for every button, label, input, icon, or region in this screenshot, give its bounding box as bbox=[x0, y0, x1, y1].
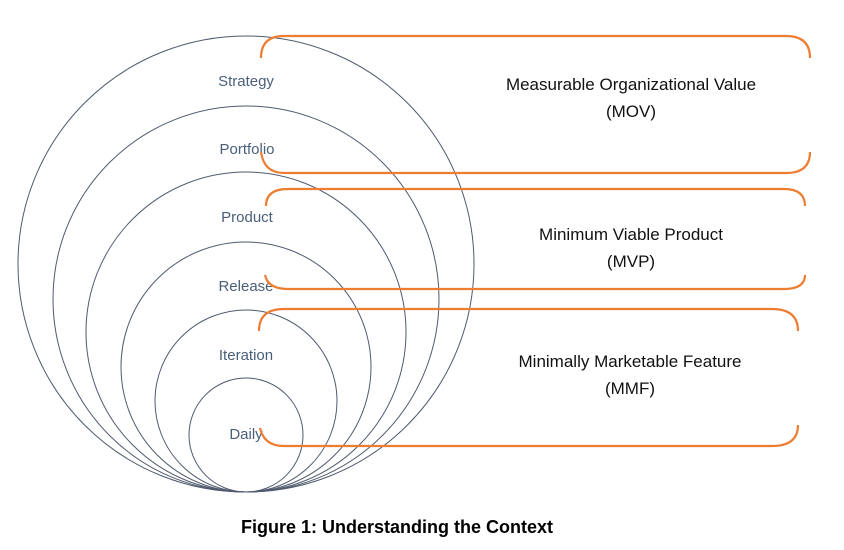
ring-label-daily: Daily bbox=[229, 426, 263, 443]
ring-label-release: Release bbox=[218, 278, 273, 295]
ring-label-strategy: Strategy bbox=[218, 73, 274, 90]
bracket-mvp-title: Minimum Viable Product bbox=[539, 225, 723, 244]
bracket-mov-title: Measurable Organizational Value bbox=[506, 75, 756, 94]
ring-labels: Strategy Portfolio Product Release Itera… bbox=[218, 73, 274, 443]
ring-strategy bbox=[17, 35, 475, 493]
brackets: Measurable Organizational Value (MOV) Mi… bbox=[257, 34, 812, 448]
nested-circles bbox=[17, 35, 475, 493]
bracket-mmf-title: Minimally Marketable Feature bbox=[519, 352, 742, 371]
bracket-mov bbox=[259, 34, 812, 175]
bracket-mvp-abbrev: (MVP) bbox=[607, 252, 655, 271]
figure-caption: Figure 1: Understanding the Context bbox=[240, 517, 553, 537]
bracket-mvp bbox=[263, 187, 807, 291]
bracket-mmf-abbrev: (MMF) bbox=[605, 379, 655, 398]
ring-iteration bbox=[154, 309, 338, 493]
bracket-mov-abbrev: (MOV) bbox=[606, 102, 656, 121]
ring-daily bbox=[188, 377, 304, 493]
ring-label-portfolio: Portfolio bbox=[219, 141, 274, 158]
ring-label-product: Product bbox=[221, 209, 274, 226]
bracket-mmf bbox=[257, 307, 800, 448]
ring-label-iteration: Iteration bbox=[219, 347, 273, 364]
